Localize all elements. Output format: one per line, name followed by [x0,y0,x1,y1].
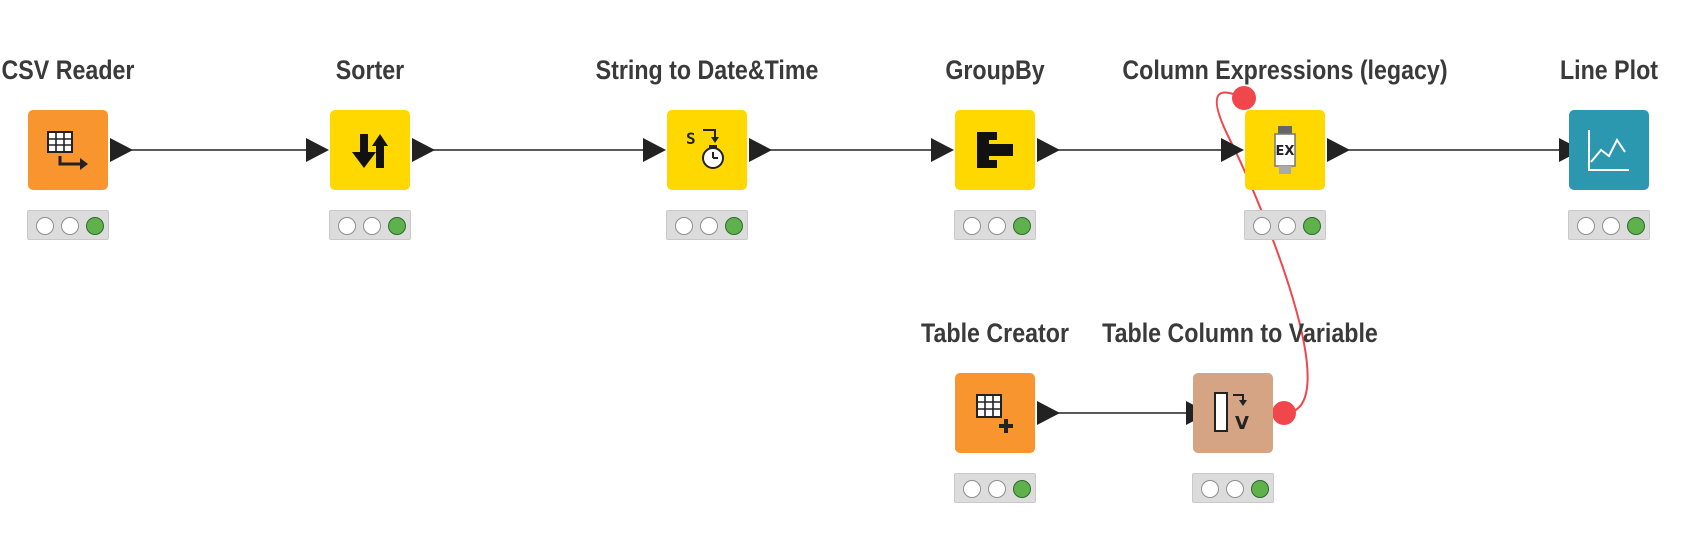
node-table-creator[interactable] [955,373,1035,453]
status-light-red [1577,217,1595,235]
node-title-csv-reader[interactable]: CSV Reader [1,55,135,85]
status-column-expressions [1244,210,1326,240]
svg-text:EX: EX [1276,144,1295,159]
output-port-string-to-datetime[interactable] [749,138,772,162]
node-title-table-creator[interactable]: Table Creator [921,318,1069,348]
status-light-green [1303,217,1321,235]
node-title-table-column-to-variable[interactable]: Table Column to Variable [1102,318,1378,348]
status-light-yellow [988,480,1006,498]
flow-variable-input-port-column-expressions[interactable] [1232,86,1256,110]
status-light-green [1013,217,1031,235]
status-light-red [338,217,356,235]
output-port-sorter[interactable] [412,138,435,162]
status-light-yellow [363,217,381,235]
status-light-red [36,217,54,235]
node-title-string-to-datetime[interactable]: String to Date&Time [595,55,819,85]
sort-arrows-icon [352,134,388,168]
node-groupby[interactable] [955,110,1035,190]
status-light-green [725,217,743,235]
column-variable-icon: V [1214,392,1249,434]
status-table-creator [954,473,1036,503]
groupby-icon [977,132,1013,168]
line-chart-icon [1588,130,1629,171]
node-csv-reader[interactable] [28,110,108,190]
status-light-red [1201,480,1219,498]
status-light-red [675,217,693,235]
node-title-column-expressions[interactable]: Column Expressions (legacy) [1122,55,1448,85]
status-string-to-datetime [666,210,748,240]
input-port-string-to-datetime[interactable] [643,138,666,162]
status-light-yellow [61,217,79,235]
node-table-column-to-variable[interactable]: V [1193,373,1273,453]
svg-text:S: S [686,129,696,148]
status-light-green [1251,480,1269,498]
status-line-plot [1568,210,1650,240]
ex-bottle-icon: EX [1274,126,1296,174]
status-light-green [86,217,104,235]
node-sorter[interactable] [330,110,410,190]
input-port-column-expressions[interactable] [1221,138,1244,162]
status-light-red [963,480,981,498]
status-light-green [388,217,406,235]
node-title-groupby[interactable]: GroupBy [945,55,1045,85]
input-port-sorter[interactable] [306,138,329,162]
output-port-groupby[interactable] [1037,138,1060,162]
table-plus-icon [976,394,1013,433]
svg-text:V: V [1235,413,1249,434]
status-light-yellow [700,217,718,235]
status-sorter [329,210,411,240]
string-clock-icon: S [686,129,724,169]
output-port-column-expressions[interactable] [1327,138,1350,162]
input-port-groupby[interactable] [931,138,954,162]
node-line-plot[interactable] [1569,110,1649,190]
status-light-green [1013,480,1031,498]
node-title-sorter[interactable]: Sorter [335,55,405,85]
output-port-csv-reader[interactable] [110,138,133,162]
status-light-yellow [1226,480,1244,498]
status-light-red [1253,217,1271,235]
status-groupby [954,210,1036,240]
flow-variable-output-port-table-column-to-variable[interactable] [1272,401,1296,425]
status-table-column-to-variable [1192,473,1274,503]
table-arrow-icon [47,131,88,170]
node-title-line-plot[interactable]: Line Plot [1559,55,1659,85]
status-light-red [963,217,981,235]
status-light-yellow [1278,217,1296,235]
node-string-to-datetime[interactable]: S [667,110,747,190]
status-light-green [1627,217,1645,235]
output-port-table-creator[interactable] [1037,401,1060,425]
status-csv-reader [27,210,109,240]
status-light-yellow [988,217,1006,235]
status-light-yellow [1602,217,1620,235]
node-column-expressions[interactable]: EX [1245,110,1325,190]
